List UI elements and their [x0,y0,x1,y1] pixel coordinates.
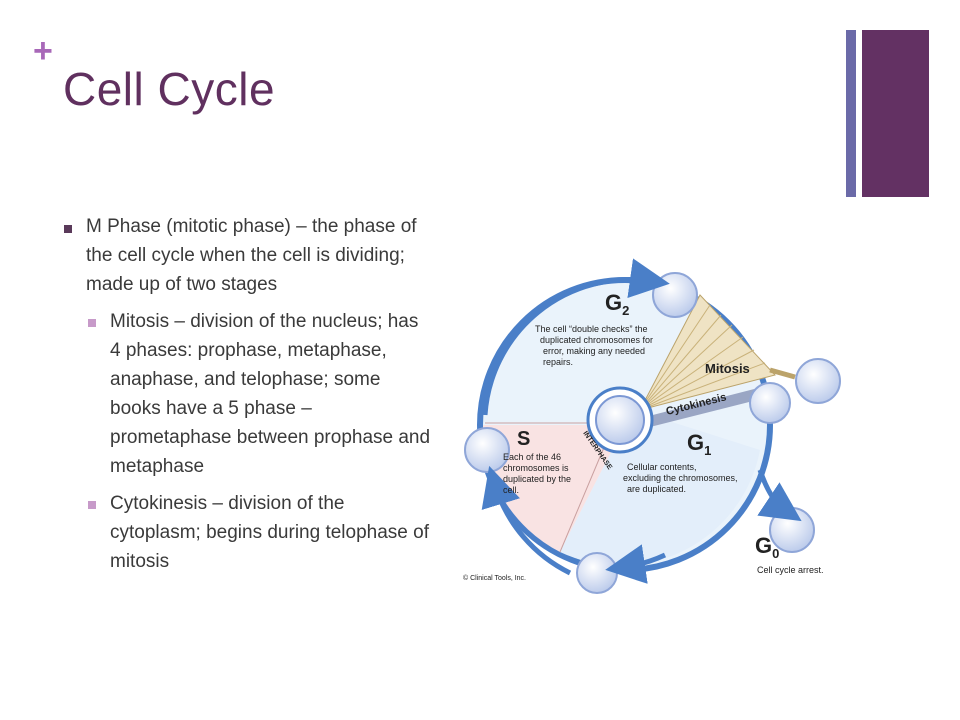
bullet-square-icon [64,225,72,233]
bullet-text: M Phase (mitotic phase) – the phase of t… [86,216,417,295]
bullet-square-icon [88,501,96,509]
g0-note: Cell cycle arrest. [757,565,824,575]
bullet-square-icon [88,319,96,327]
plus-icon: + [33,32,53,70]
mitosis-stripes [639,304,766,411]
s-label: S [517,428,530,450]
cell-cycle-svg: G2 The cell “double checks” the duplicat… [463,258,841,594]
outer-cells [464,272,841,594]
accent-bar-thin [846,30,856,197]
cytokinesis-band [645,385,777,427]
copyright-text: © Clinical Tools, Inc. [463,574,526,582]
sub-bullet-item: Mitosis – division of the nucleus; has 4… [62,307,434,481]
cell-cycle-diagram: G2 The cell “double checks” the duplicat… [455,255,850,595]
sub-bullet-text: Cytokinesis – division of the cytoplasm;… [110,493,429,572]
g2-label: G2 [605,290,629,318]
g0-label: G0 [755,533,779,561]
g2-note: The cell “double checks” the duplicated … [535,324,656,367]
mitosis-wedge [639,294,776,411]
g1-label: G1 [687,430,711,458]
g1-note: Cellular contents, excluding the chromos… [623,462,740,494]
g1-phase-sector [560,415,760,566]
accent-bar-wide [862,30,929,197]
bullet-list: M Phase (mitotic phase) – the phase of t… [62,212,434,584]
sub-bullet-item: Cytokinesis – division of the cytoplasm;… [62,489,434,576]
s-note: Each of the 46 chromosomes is duplicated… [503,452,574,495]
bullet-item: M Phase (mitotic phase) – the phase of t… [62,212,434,299]
slide-title: Cell Cycle [63,63,276,115]
s-phase-sector [482,425,625,552]
mitosis-label: Mitosis [705,361,750,376]
sub-bullet-text: Mitosis – division of the nucleus; has 4… [110,311,431,477]
